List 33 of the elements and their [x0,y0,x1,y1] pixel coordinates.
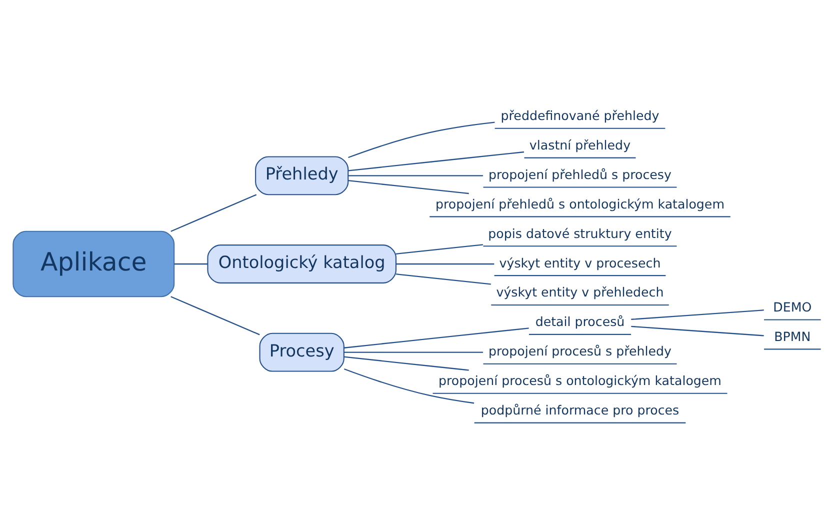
node-box: Procesy [259,332,344,372]
node-box: Přehledy [255,156,349,195]
node-box: Ontologický katalog [207,244,396,283]
node-text: předdefinované přehledy [500,108,660,123]
connector [344,368,474,404]
node-text: vlastní přehledy [529,136,631,152]
connector [344,356,469,370]
node-text: detail procesů [535,314,625,329]
node-text: DEMO [773,298,812,314]
node-text: popis datové struktury entity [488,225,672,240]
connector [348,150,524,171]
connector [348,121,495,158]
node-text: propojení procesů s ontologickým katalogem [438,372,722,388]
node-text: výskyt entity v procesech [499,254,661,270]
connector [631,325,764,336]
node-box: Aplikace [12,230,175,297]
node-text: propojení přehledů s ontologickým katalogem [436,196,724,211]
node-text: BPMN [774,328,811,344]
connector [348,180,469,194]
connector [344,351,483,352]
node-text: propojení přehledů s procesy [488,166,672,182]
node-text: podpůrné informace pro proces [480,402,680,417]
connector [174,262,208,264]
connector [396,273,491,284]
connector [344,327,529,348]
connector [631,309,764,320]
connector [396,262,494,264]
connector [170,194,257,232]
connector [348,174,483,176]
node-text: propojení procesů s přehledy [488,343,672,358]
connector [170,296,260,335]
connector [396,244,483,254]
node-text: výskyt entity v přehledech [496,284,664,300]
